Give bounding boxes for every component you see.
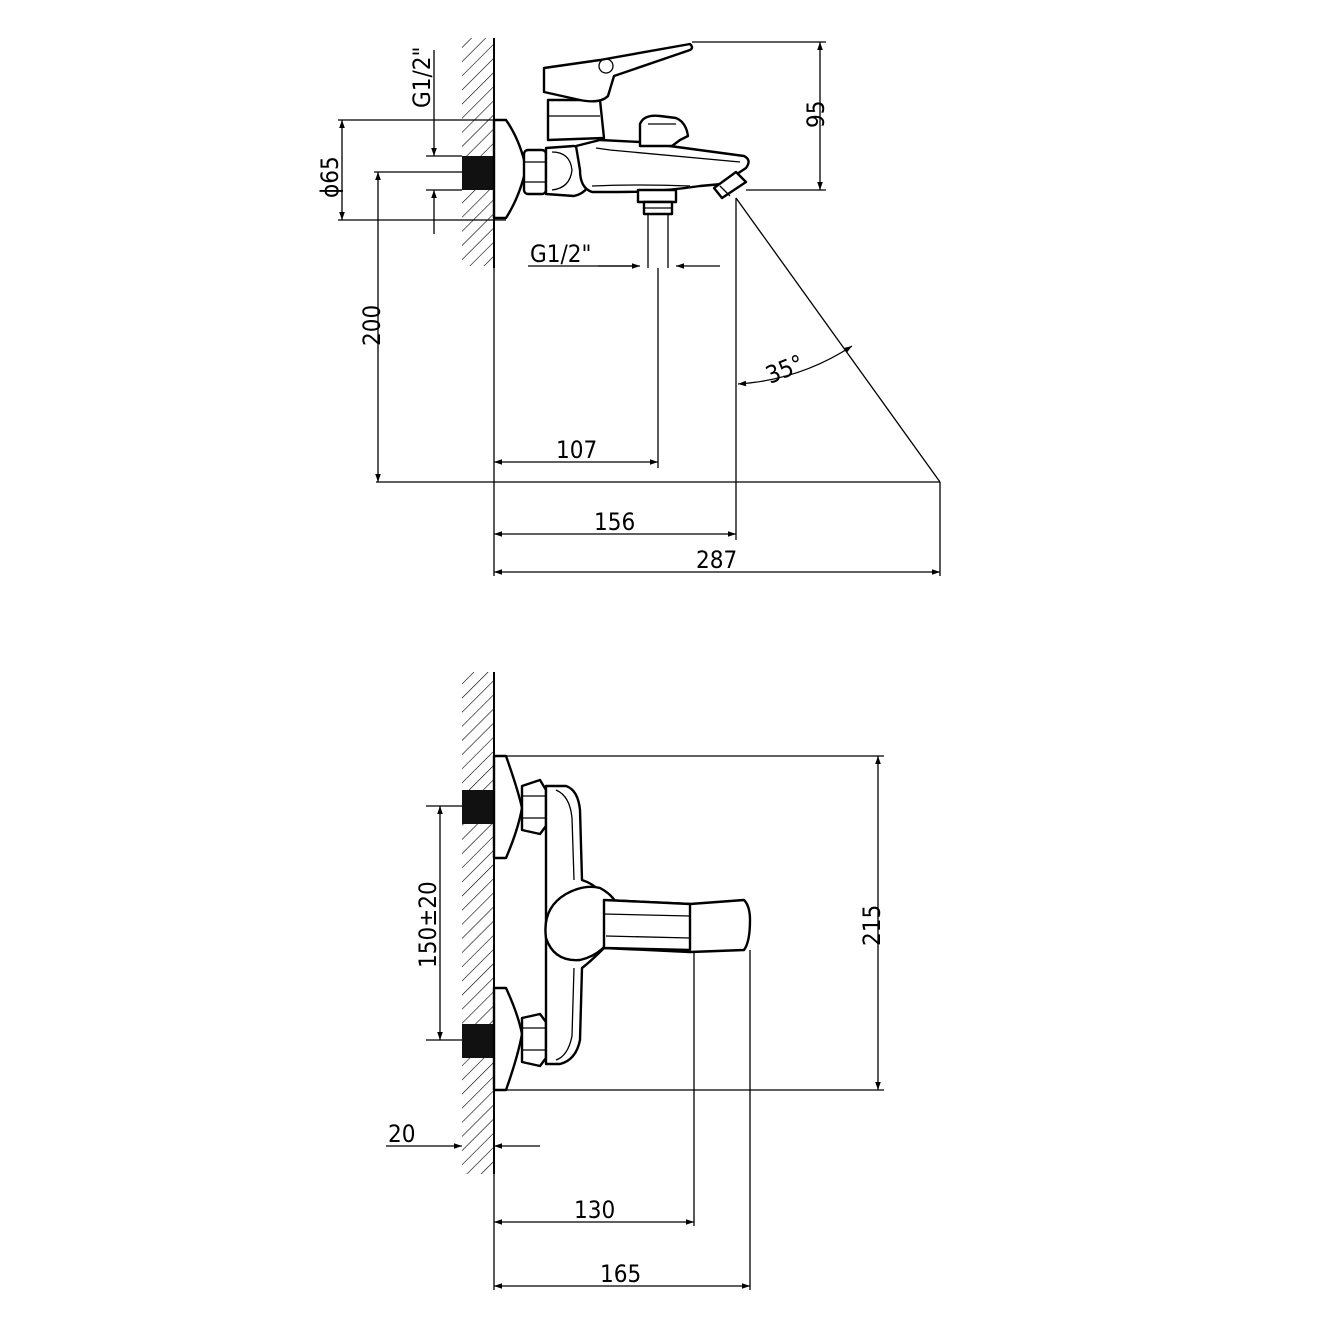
dim-total-width: 215 — [506, 755, 886, 1091]
top-mixer-body — [544, 784, 752, 1066]
dim-height-floor: 200 — [358, 171, 462, 482]
wall-upper — [462, 38, 495, 576]
dim-outlet-thread: G1/2" — [528, 240, 720, 269]
handle-reach-label: 130 — [574, 1196, 615, 1224]
dim-total-depth: 165 — [494, 950, 751, 1290]
side-inlet-thread — [462, 156, 494, 190]
flange-diameter-label: ϕ65 — [316, 156, 344, 198]
outlet-distance-label: 107 — [556, 436, 597, 464]
inlet-thread-label: G1/2" — [408, 47, 436, 108]
side-flange — [492, 118, 528, 220]
dim-flange-diameter: ϕ65 — [316, 119, 506, 221]
dim-inlet-spacing: 150±20 — [414, 805, 462, 1041]
top-inlet-lower — [462, 1024, 494, 1058]
dim-handle-reach: 130 — [494, 952, 695, 1226]
side-lever — [542, 42, 694, 142]
dim-inlet-thread: G1/2" — [408, 47, 462, 234]
total-reach-label: 287 — [696, 546, 737, 574]
total-width-label: 215 — [858, 905, 886, 946]
wall-depth-label: 20 — [388, 1120, 415, 1148]
spout-reach-label: 156 — [594, 508, 635, 536]
angle-label: 35° — [762, 349, 808, 389]
top-inlet-upper — [462, 790, 494, 824]
inlet-spacing-label: 150±20 — [414, 881, 442, 968]
top-view: 150±20 215 20 130 165 — [386, 672, 886, 1290]
side-view: G1/2" ϕ65 200 95 G1/2" — [316, 38, 941, 576]
height-floor-label: 200 — [358, 305, 386, 346]
dim-outlet-distance: 107 — [494, 268, 659, 468]
wall-lower — [462, 672, 495, 1290]
dim-angle: 35° — [735, 197, 941, 540]
dim-total-reach: 287 — [494, 482, 941, 576]
dim-spout-reach: 156 — [494, 508, 736, 537]
dim-wall-depth: 20 — [386, 1120, 540, 1149]
total-depth-label: 165 — [600, 1260, 641, 1288]
top-flange-lower — [492, 986, 548, 1092]
dim-spout-height: 95 — [692, 41, 830, 191]
spout-height-label: 95 — [802, 101, 830, 128]
outlet-thread-label: G1/2" — [530, 240, 591, 268]
top-flange-upper — [492, 754, 548, 860]
side-outlet — [636, 188, 678, 268]
